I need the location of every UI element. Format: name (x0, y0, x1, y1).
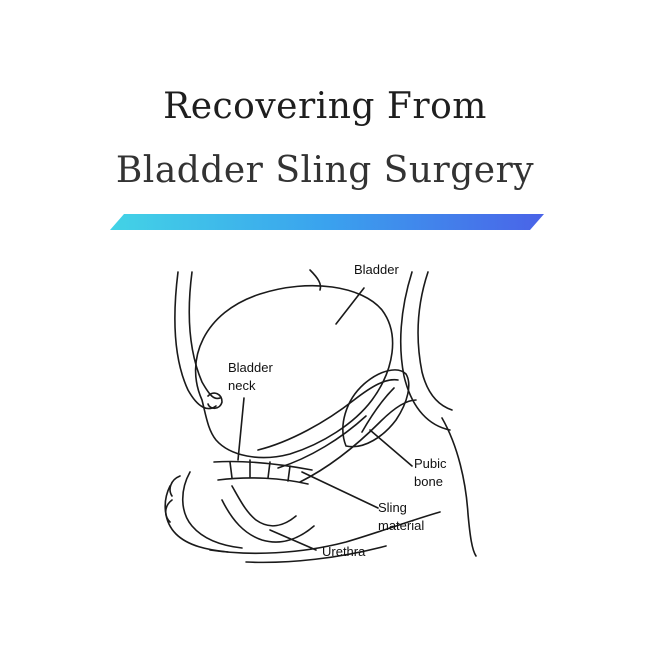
abdominal-wall-outer (399, 271, 451, 431)
right-curve (441, 417, 477, 557)
label-pubic-bone-2: bone (414, 474, 443, 489)
bladder-neck-lines (229, 459, 291, 482)
bladder-neck-band-bottom (217, 477, 309, 485)
label-sling-material-1: Sling (378, 500, 407, 515)
pubic-bone-detail (361, 387, 395, 433)
ureter-end (207, 392, 223, 410)
left-fold (164, 475, 181, 523)
sling-upper (257, 378, 399, 451)
accent-bar (110, 214, 544, 230)
anatomy-diagram: Bladder Bladder neck Pubic bone Sling ma… (164, 262, 477, 564)
pubic-bone (342, 369, 410, 448)
leader-urethra (269, 529, 317, 551)
label-bladder-neck-2: neck (228, 378, 256, 393)
label-bladder-neck-1: Bladder (228, 360, 273, 375)
leader-pubic-bone (369, 429, 413, 467)
urethra-lower (221, 499, 315, 543)
bladder-neck-band-top (213, 460, 313, 471)
lower-curve-2 (245, 545, 387, 564)
ureter-outer (174, 271, 217, 410)
bladder-outline (194, 284, 394, 459)
title-line-2: Bladder Sling Surgery (115, 150, 535, 191)
abdominal-wall-inner (417, 271, 453, 411)
bladder-top-fold (309, 269, 322, 291)
title-line-1: Recovering From (163, 86, 487, 127)
vaginal-wall (181, 471, 243, 549)
urethra-upper (231, 485, 297, 527)
label-urethra: Urethra (322, 544, 366, 559)
label-sling-material-2: material (378, 518, 424, 533)
perineum-left (164, 485, 229, 553)
leader-sling (301, 471, 379, 509)
leader-bladder-neck (237, 397, 245, 461)
leader-bladder (335, 287, 365, 325)
label-pubic-bone-1: Pubic (414, 456, 447, 471)
ureter-inner (188, 271, 221, 400)
lower-curve (209, 511, 441, 555)
sling-lower (299, 399, 417, 483)
sling-inner (277, 415, 367, 469)
label-bladder: Bladder (354, 262, 399, 277)
